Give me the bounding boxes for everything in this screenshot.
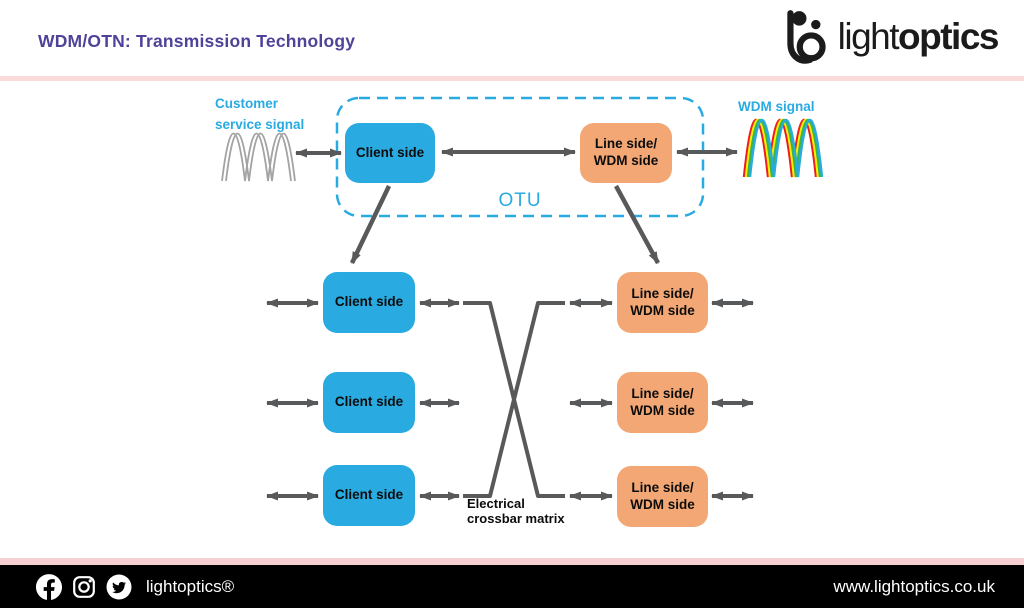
twitter-icon[interactable] bbox=[106, 574, 132, 600]
social-icons bbox=[36, 573, 132, 600]
otu-client-side-box: Client side bbox=[345, 123, 435, 183]
line-side-box-row2: Line side/ WDM side bbox=[617, 372, 708, 433]
otu-label: OTU bbox=[498, 190, 542, 211]
customer-signal-waveform bbox=[221, 132, 296, 182]
client-side-box-row2: Client side bbox=[323, 372, 415, 433]
lightoptics-mark-icon bbox=[786, 10, 826, 64]
wdm-signal-waveform bbox=[742, 119, 824, 178]
diagonal-arrow bbox=[349, 185, 392, 264]
logo-wordmark: lightoptics bbox=[837, 16, 1000, 58]
facebook-icon[interactable] bbox=[36, 573, 62, 600]
customer-service-signal-label: Customer service signal bbox=[215, 96, 305, 132]
instagram-icon[interactable] bbox=[71, 574, 97, 600]
client-side-box-row1: Client side bbox=[323, 272, 415, 333]
wdm-signal-label: WDM signal bbox=[738, 99, 815, 114]
otu-line-side-box: Line side/ WDM side bbox=[580, 123, 672, 183]
footer-divider bbox=[0, 558, 1024, 565]
logo-word-optics: optics bbox=[898, 16, 999, 57]
line-side-box-row1: Line side/ WDM side bbox=[617, 272, 708, 333]
footer-website[interactable]: www.lightoptics.co.uk bbox=[833, 576, 995, 596]
crossbar-cross-lines bbox=[463, 301, 565, 498]
footer-bar: lightoptics® www.lightoptics.co.uk bbox=[0, 565, 1024, 608]
page-title: WDM/OTN: Transmission Technology bbox=[38, 31, 356, 51]
logo-word-light: light bbox=[837, 16, 900, 57]
crossbar-matrix-label: Electrical crossbar matrix bbox=[467, 496, 565, 526]
client-side-box-row3: Client side bbox=[323, 465, 415, 526]
header-divider bbox=[0, 76, 1024, 81]
footer-brand: lightoptics® bbox=[146, 576, 235, 596]
diagonal-arrow bbox=[614, 184, 660, 265]
line-side-box-row3: Line side/ WDM side bbox=[617, 466, 708, 527]
electrical-crossbar-matrix-box bbox=[463, 272, 565, 534]
lightoptics-logo: lightoptics bbox=[780, 8, 1000, 66]
